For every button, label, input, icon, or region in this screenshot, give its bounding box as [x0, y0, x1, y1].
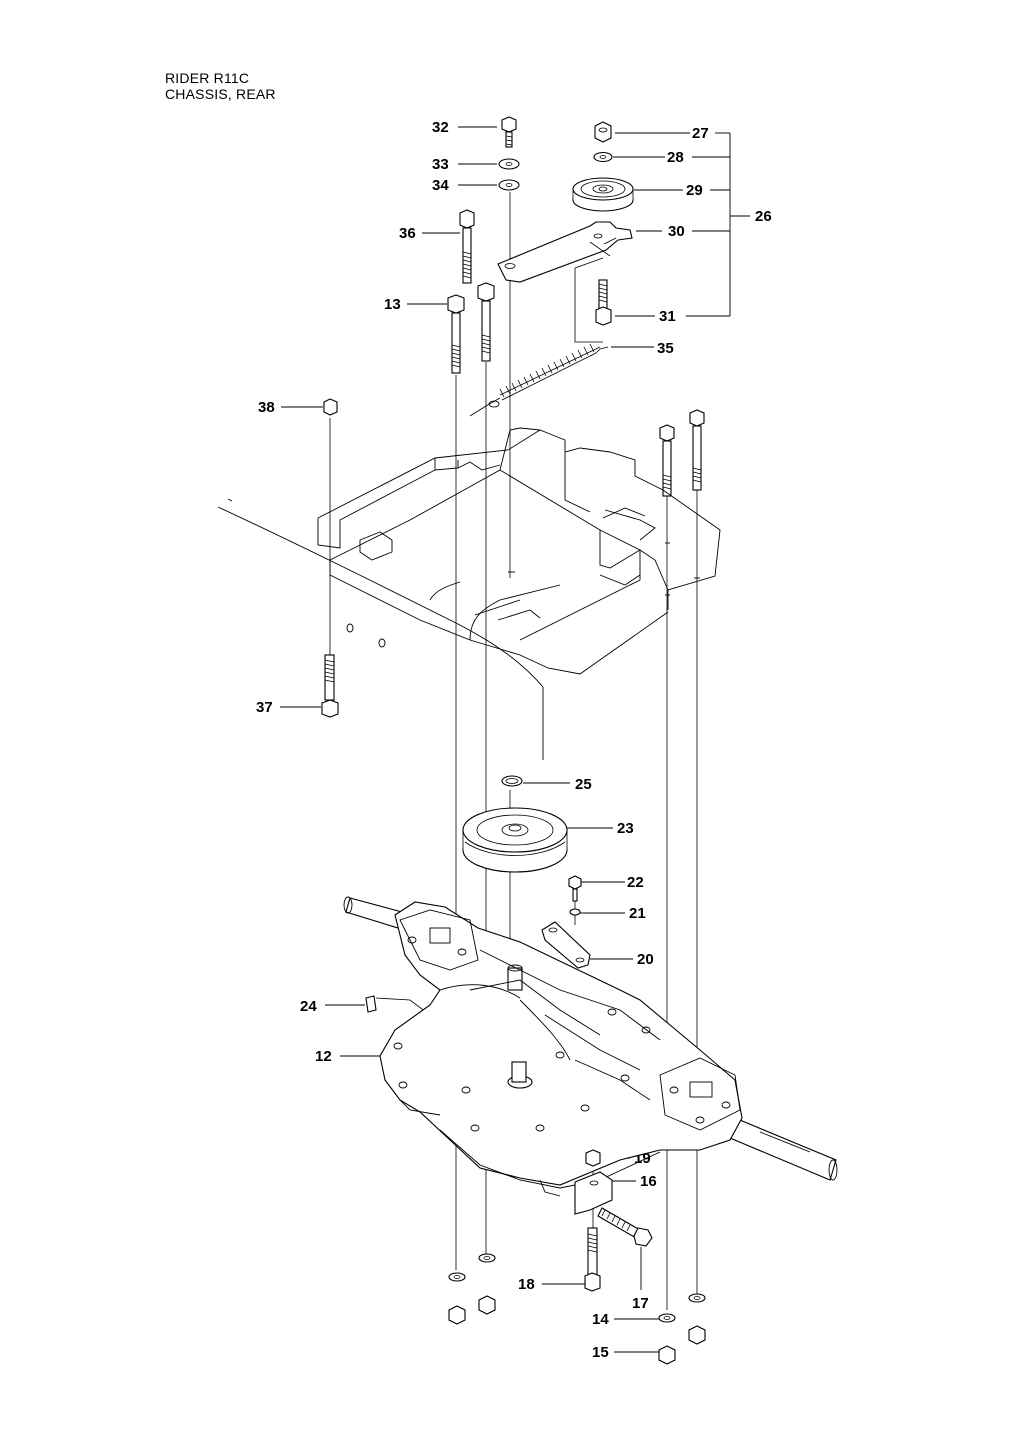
circlip-25-icon	[501, 775, 523, 787]
callout-21: 21	[629, 905, 646, 922]
callout-18: 18	[518, 1276, 535, 1293]
bolt-13-icon	[447, 282, 495, 374]
callout-33: 33	[432, 156, 449, 173]
section-name: CHASSIS, REAR	[165, 86, 276, 102]
nut-27-icon	[594, 121, 612, 143]
long-bolts-icon	[659, 409, 705, 497]
nut-15-icon	[658, 1325, 706, 1365]
callout-23: 23	[617, 820, 634, 837]
callout-12: 12	[315, 1048, 332, 1065]
washer-28-icon	[593, 151, 613, 163]
callout-20: 20	[637, 951, 654, 968]
spring-35-icon	[469, 343, 609, 417]
callout-30: 30	[668, 223, 685, 240]
tension-arm-30-icon	[497, 221, 633, 283]
washer-14-icon	[658, 1293, 706, 1323]
callout-31: 31	[659, 308, 676, 325]
callout-25: 25	[575, 776, 592, 793]
washers-nuts-left-icon	[448, 1253, 496, 1325]
spacer-outline	[574, 257, 604, 343]
bracket-16-icon	[574, 1171, 613, 1215]
bolt-31-icon	[595, 279, 612, 326]
washer-33-icon	[498, 158, 520, 170]
callout-14: 14	[592, 1311, 609, 1328]
callout-28: 28	[667, 149, 684, 166]
callout-35: 35	[657, 340, 674, 357]
callout-36: 36	[399, 225, 416, 242]
bolt-36-icon	[459, 209, 475, 284]
callout-24: 24	[300, 998, 317, 1015]
callout-27: 27	[692, 125, 709, 142]
callout-labels: 32 33 34 36 13 38 37 27 28 29 30 26 31 3…	[256, 119, 772, 1361]
callout-26: 26	[755, 208, 772, 225]
washer-21-icon	[569, 908, 581, 916]
nut-19-icon	[585, 1149, 601, 1167]
diagram-title: RIDER R11C CHASSIS, REAR	[165, 70, 276, 102]
rear-chassis-frame-icon	[217, 427, 721, 760]
callout-16: 16	[640, 1173, 657, 1190]
callout-17: 17	[632, 1295, 649, 1312]
bolt-17-icon	[597, 1207, 653, 1247]
callout-34: 34	[432, 177, 449, 194]
bolt-18-icon	[584, 1227, 601, 1292]
idler-pulley-29-icon	[572, 177, 634, 212]
bracket-20-icon	[541, 921, 591, 969]
callout-13: 13	[384, 296, 401, 313]
nut-38-icon	[323, 398, 338, 416]
leader-lines	[280, 126, 750, 1353]
bolt-32-icon	[501, 116, 517, 148]
pulley-23-icon	[462, 807, 568, 873]
screw-22-icon	[568, 875, 582, 902]
transaxle-12-icon	[343, 896, 838, 1197]
washer-34-icon	[498, 179, 520, 191]
callout-32: 32	[432, 119, 449, 136]
callout-22: 22	[627, 874, 644, 891]
callout-15: 15	[592, 1344, 609, 1361]
callout-37: 37	[256, 699, 273, 716]
callout-38: 38	[258, 399, 275, 416]
bolt-37-icon	[321, 654, 339, 718]
callout-29: 29	[686, 182, 703, 199]
model-name: RIDER R11C	[165, 70, 250, 86]
